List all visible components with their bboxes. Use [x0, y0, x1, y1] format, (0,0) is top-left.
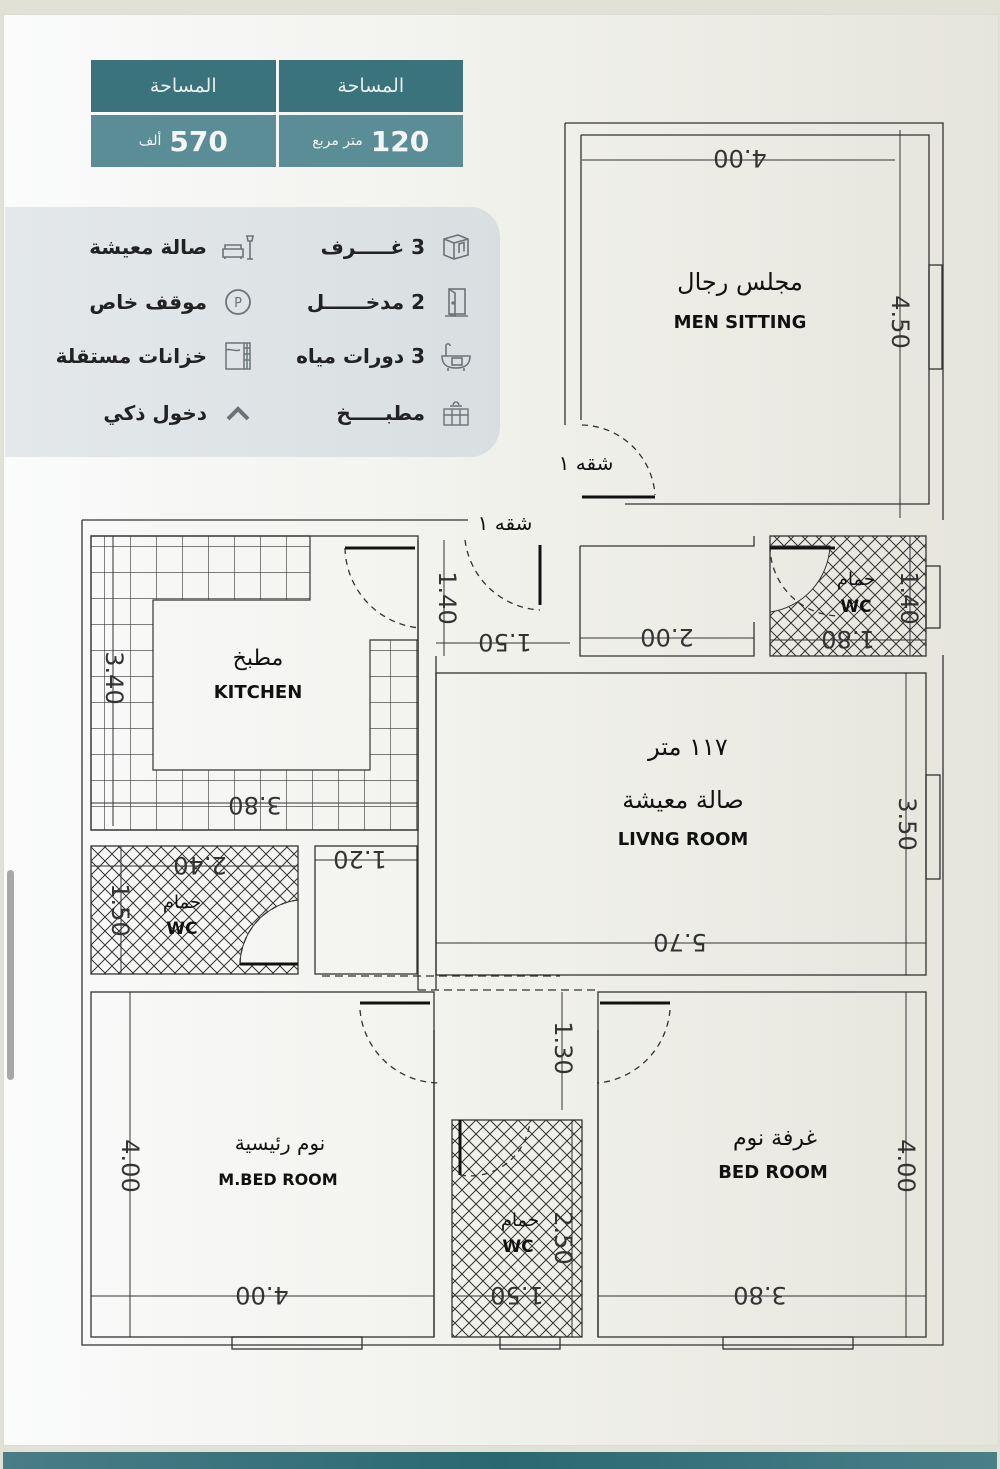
area-unit: متر مربع: [312, 133, 363, 149]
bed-width-dim: 3.80: [733, 1281, 786, 1309]
bed-en: BED ROOM: [718, 1162, 828, 1183]
price-header: المساحة: [91, 60, 276, 112]
kitchen-en: KITCHEN: [214, 682, 303, 703]
feature-label: دخول ذكي: [103, 401, 207, 425]
feature-label: 3 دورات مياه: [296, 344, 425, 368]
area-value: 120: [370, 124, 430, 158]
mbed-en: M.BED ROOM: [218, 1170, 337, 1189]
room-box-icon: [439, 231, 473, 263]
feature-parking: P موقف خاص: [89, 286, 255, 318]
wc-bottom-en: WC: [502, 1237, 533, 1257]
entrance-label-2: شقه ١: [478, 511, 533, 535]
feature-label: صالة معيشة: [89, 235, 207, 259]
price-header-label: المساحة: [149, 75, 217, 97]
men-sitting-walls: [564, 122, 944, 520]
feature-living-room: صالة معيشة: [89, 231, 255, 263]
feature-kitchen: مطبـــــخ: [336, 397, 473, 429]
feature-bathrooms: 3 دورات مياه: [296, 340, 473, 372]
kitchen-ar: مطبخ: [233, 646, 284, 671]
men-sitting-height-dim: 4.50: [886, 295, 914, 348]
living-ar: صالة معيشة: [622, 786, 743, 814]
feature-entrances: 2 مدخــــــل: [307, 286, 473, 318]
feature-water-tanks: خزانات مستقلة: [56, 340, 255, 372]
wc-left-en: WC: [166, 919, 197, 939]
feature-rooms: 3 غـــــرف: [321, 231, 473, 263]
living-en: LIVNG ROOM: [618, 829, 749, 850]
living-area: ١١٧ متر: [647, 733, 728, 761]
info-table: المساحة المساحة 120 متر مربع 570 ألف: [91, 60, 463, 168]
wc-top-width-dim: 1.80: [821, 625, 874, 653]
bottom-bar: [3, 1452, 997, 1469]
area-header-label: المساحة: [337, 75, 405, 97]
men-sitting-ar: مجلس رجال: [677, 268, 803, 296]
wc-top-height-dim: 1.40: [895, 571, 923, 624]
wc-left-width-dim: 2.40: [173, 851, 226, 879]
wc-left-height-dim: 1.50: [106, 883, 134, 936]
bed-ar: غرفة نوم: [733, 1126, 817, 1151]
price-unit: ألف: [138, 133, 162, 149]
wc-bottom-height-dim: 2.50: [549, 1211, 577, 1264]
bed-height-dim: 4.00: [892, 1139, 920, 1192]
feature-smart-entry: دخول ذكي: [103, 397, 255, 429]
wc-bottom-width-dim: 1.50: [490, 1281, 543, 1309]
wc-top-en: WC: [840, 597, 871, 617]
feature-label: موقف خاص: [89, 290, 207, 314]
feature-label: 2 مدخــــــل: [306, 290, 425, 314]
svg-text:P: P: [234, 296, 242, 311]
bed-hall-height-dim: 1.30: [549, 1021, 577, 1074]
lobby-height-dim: 1.40: [433, 571, 461, 624]
entry-hall-width-dim: 2.00: [640, 623, 693, 651]
feature-label: 3 غـــــرف: [320, 235, 425, 259]
lobby-width-dim: 1.50: [478, 628, 531, 656]
men-sitting-width-dim: 4.00: [713, 144, 766, 172]
kitchen-icon: [439, 397, 473, 429]
entrance-label-1: شقه ١: [559, 451, 614, 475]
mbed-ar: نوم رئيسية: [235, 1131, 326, 1155]
men-sitting-en: MEN SITTING: [674, 312, 807, 333]
mbed-width-dim: 4.00: [235, 1281, 288, 1309]
side-hall-width-dim: 1.20: [333, 845, 386, 873]
price-value-cell: 570 ألف: [91, 115, 276, 167]
living-height-dim: 3.50: [893, 797, 921, 850]
sofa-lamp-icon: [221, 231, 255, 263]
bathtub-icon: [439, 340, 473, 372]
wc-left-ar: حمام: [163, 892, 201, 913]
mbed-height-dim: 4.00: [116, 1139, 144, 1192]
door-icon: [439, 286, 473, 318]
kitchen-height-dim: 3.40: [100, 651, 128, 704]
price-value: 570: [169, 124, 228, 158]
living-width-dim: 5.70: [653, 928, 706, 956]
wc-top-ar: حمام: [837, 569, 875, 590]
features-panel: 3 غـــــرف 2 مدخــــــل 3 دورات مياه مطب…: [5, 207, 500, 457]
parking-icon: P: [221, 286, 255, 318]
water-tank-icon: [221, 340, 255, 372]
wc-bottom-ar: حمام: [501, 1210, 539, 1231]
area-header-1: المساحة: [278, 60, 463, 112]
chevron-up-icon: [221, 397, 255, 429]
kitchen-width-dim: 3.80: [228, 791, 281, 819]
vertical-scrollbar[interactable]: [7, 870, 14, 1080]
feature-label: خزانات مستقلة: [55, 344, 207, 368]
feature-label: مطبـــــخ: [336, 401, 425, 425]
area-value-cell: 120 متر مربع: [278, 115, 463, 167]
